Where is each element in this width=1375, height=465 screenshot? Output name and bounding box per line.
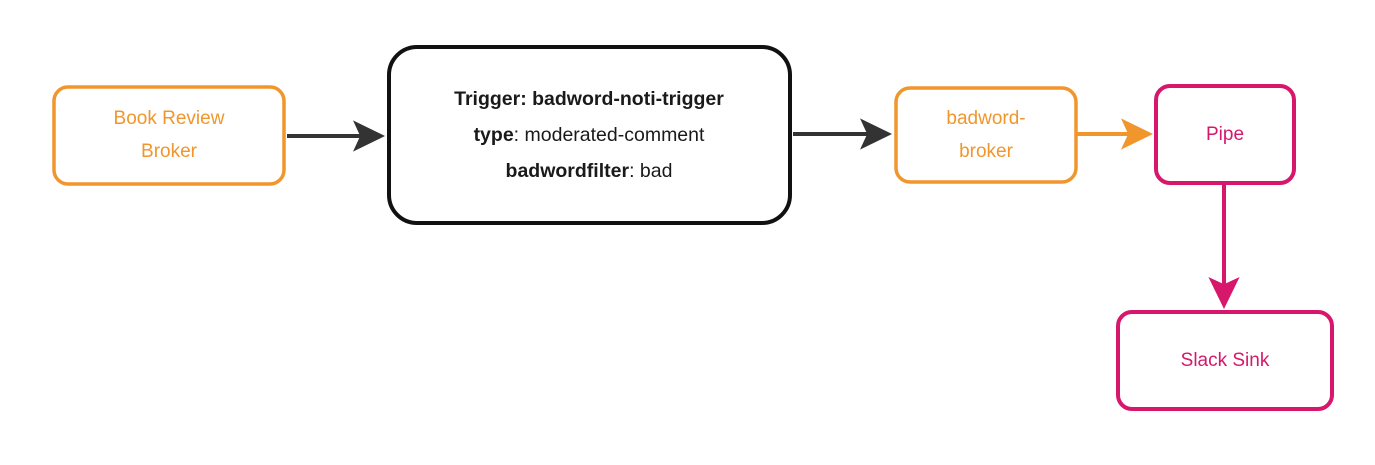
trigger-line-1-bold: Trigger: badword-noti-trigger bbox=[454, 88, 724, 110]
book-review-broker-label-line2: Broker bbox=[141, 141, 198, 162]
node-pipe[interactable]: Pipe bbox=[1154, 84, 1296, 185]
node-badword-broker[interactable]: badword- broker bbox=[894, 86, 1078, 184]
book-review-broker-label-line1: Book Review bbox=[114, 108, 225, 129]
node-badword-noti-trigger[interactable]: Trigger: badword-noti-trigger type: mode… bbox=[387, 45, 792, 225]
trigger-line-type: type: moderated-comment bbox=[474, 124, 705, 146]
slack-sink-box[interactable] bbox=[1116, 310, 1334, 411]
pipe-box[interactable] bbox=[1154, 84, 1296, 185]
pipe-label: Pipe bbox=[1206, 124, 1244, 145]
trigger-line-badwordfilter: badwordfilter: bad bbox=[506, 160, 673, 182]
badword-broker-label-line1: badword- bbox=[946, 108, 1025, 129]
badword-broker-box[interactable] bbox=[894, 86, 1078, 184]
badword-noti-trigger-box[interactable] bbox=[387, 45, 792, 225]
trigger-line-2-bold: type bbox=[474, 124, 514, 146]
node-book-review-broker[interactable]: Book Review Broker bbox=[52, 85, 286, 186]
badword-broker-label-line2: broker bbox=[959, 141, 1014, 162]
node-slack-sink[interactable]: Slack Sink bbox=[1116, 310, 1334, 411]
trigger-line-2-plain: : moderated-comment bbox=[514, 124, 705, 146]
trigger-line-3-plain: : bad bbox=[629, 160, 672, 182]
book-review-broker-box[interactable] bbox=[52, 85, 286, 186]
trigger-line-3-bold: badwordfilter bbox=[506, 160, 630, 182]
trigger-line-trigger-name: Trigger: badword-noti-trigger bbox=[454, 88, 724, 110]
slack-sink-label: Slack Sink bbox=[1181, 350, 1270, 371]
